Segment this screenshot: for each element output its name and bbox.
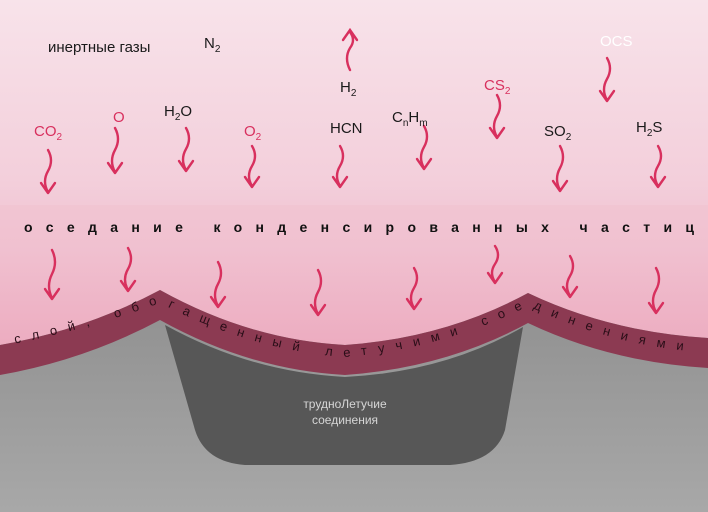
gas-hcn: HCN [330,120,363,137]
gas-ocs: OCS [600,33,633,50]
inert-gases-label: инертные газы [48,39,150,56]
core-label-line1: трудноЛетучие [303,397,387,411]
core-label-line2: соединения [312,413,378,427]
gas-o: O [113,109,125,126]
